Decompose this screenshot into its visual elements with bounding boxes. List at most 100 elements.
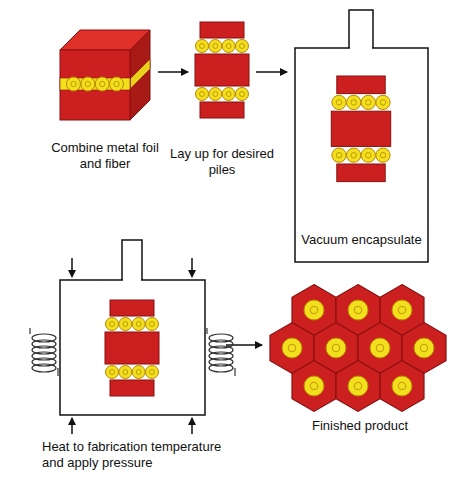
fiber-core [226, 44, 231, 49]
fiber-core [213, 92, 218, 97]
fiber-core [366, 152, 371, 157]
fiber-core [150, 370, 155, 375]
fiber [332, 148, 346, 162]
fiber [304, 376, 324, 396]
fiber [361, 148, 375, 162]
fiber [95, 77, 109, 91]
fiber-core [150, 322, 155, 327]
evacuation-tube [349, 10, 373, 49]
fiber [222, 88, 235, 101]
fiber [414, 338, 434, 358]
fiber [392, 376, 412, 396]
fiber [347, 95, 361, 109]
fiber-core [110, 322, 115, 327]
fiber [361, 95, 375, 109]
fiber-core [354, 382, 362, 390]
fiber [392, 300, 412, 320]
fiber-core [310, 306, 318, 314]
fiber [348, 300, 368, 320]
metal-foil [337, 164, 385, 182]
press-can-region: Heat to fabrication temperature and appl… [60, 280, 205, 415]
fiber-core [85, 81, 90, 86]
fiber [66, 77, 80, 91]
fiber-core [110, 370, 115, 375]
fiber [326, 338, 346, 358]
ply-stack [105, 300, 159, 396]
step-caption: Heat to fabrication temperature and appl… [42, 439, 242, 471]
foil-fiber-block [60, 30, 150, 120]
metal-foil [105, 332, 159, 364]
fiber [332, 95, 346, 109]
fiber [347, 148, 361, 162]
pressure-arrow [191, 258, 193, 277]
fiber-core [213, 44, 218, 49]
honeycomb-cross-section [270, 285, 446, 412]
fiber [145, 366, 158, 379]
fiber [145, 318, 158, 331]
fiber [209, 40, 222, 53]
metal-foil [110, 300, 154, 316]
fiber-core [336, 152, 341, 157]
fiber-core [240, 44, 245, 49]
fiber-row [66, 77, 123, 91]
coil-turn [32, 364, 56, 372]
fiber-core [226, 92, 231, 97]
evacuation-tube [122, 240, 142, 281]
fiber [348, 376, 368, 396]
fiber-core [380, 152, 385, 157]
fiber-core [354, 306, 362, 314]
fiber [132, 366, 145, 379]
fiber-core [351, 152, 356, 157]
metal-foil [331, 111, 390, 146]
fiber [110, 77, 124, 91]
metal-foil [200, 22, 244, 38]
step-caption: Combine metal foil and fiber [40, 140, 170, 172]
fiber-core [420, 344, 428, 352]
fiber [370, 338, 390, 358]
fiber-core [100, 81, 105, 86]
ply-stack [331, 76, 390, 182]
fiber-core [398, 382, 406, 390]
fiber-core [398, 306, 406, 314]
tube-joint [350, 47, 372, 50]
fiber [119, 318, 132, 331]
fiber-core [123, 370, 128, 375]
fiber-core [310, 382, 318, 390]
fiber [209, 88, 222, 101]
fiber [222, 40, 235, 53]
fiber-core [136, 322, 141, 327]
fiber [304, 300, 324, 320]
coil-lead [29, 328, 30, 334]
heater-coil [30, 328, 235, 376]
step-caption: Vacuum encapsulate [299, 232, 424, 248]
fiber-core [240, 92, 245, 97]
fiber-core [71, 81, 76, 86]
vacuum-can [295, 48, 428, 262]
pressure-arrow [71, 258, 73, 277]
ply-stack [195, 22, 249, 118]
fiber-core [332, 344, 340, 352]
fiber [106, 318, 119, 331]
fiber [81, 77, 95, 91]
fiber-core [351, 100, 356, 105]
fiber-core [200, 92, 205, 97]
fiber-core [366, 100, 371, 105]
coil-lead [234, 368, 235, 376]
step-caption: Lay up for desired piles [167, 146, 277, 178]
fiber [376, 95, 390, 109]
fiber-core [380, 100, 385, 105]
matrix-cell [336, 361, 380, 412]
step-arrow [256, 71, 287, 73]
fiber-core [123, 322, 128, 327]
matrix-cell [292, 361, 336, 412]
step-arrow [158, 71, 188, 73]
fiber-core [136, 370, 141, 375]
pressure-arrow [71, 418, 73, 434]
fiber-core [376, 344, 384, 352]
fiber [235, 88, 248, 101]
matrix-cell [380, 361, 424, 412]
fiber-core [114, 81, 119, 86]
fiber-core [336, 100, 341, 105]
fiber-core [288, 344, 296, 352]
fiber [119, 366, 132, 379]
